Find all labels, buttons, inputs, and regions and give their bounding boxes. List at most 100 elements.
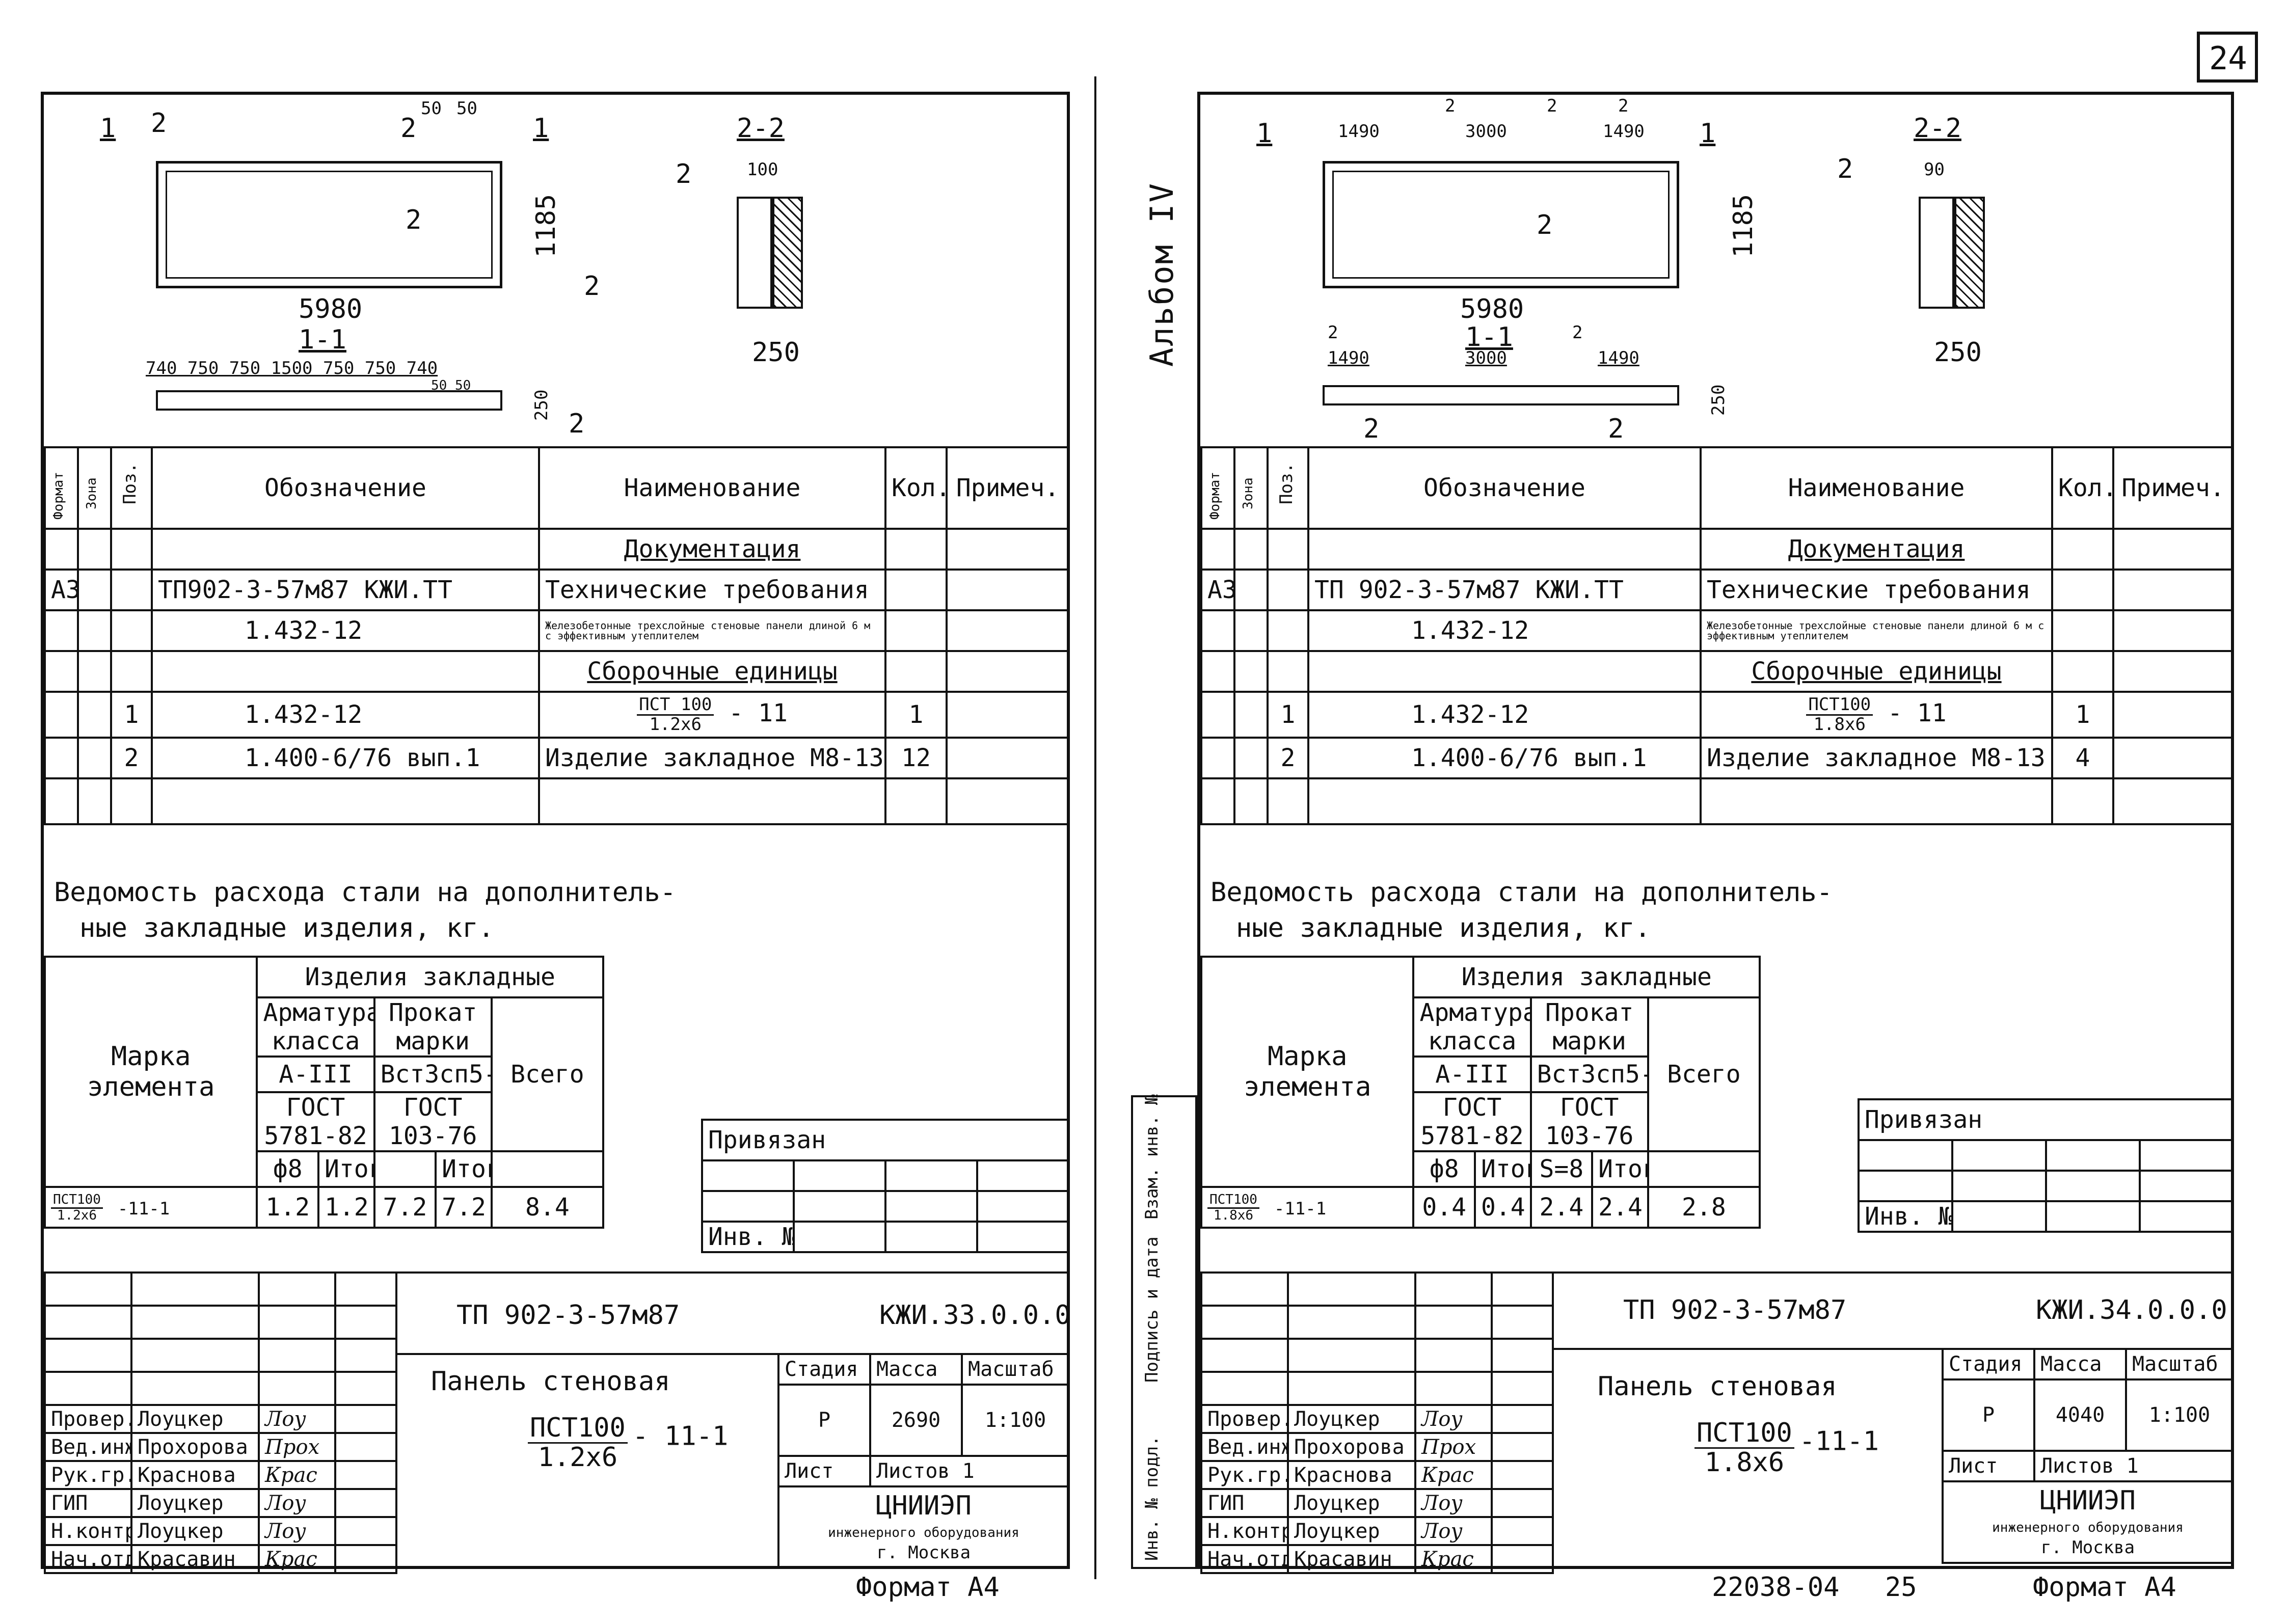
r-row4-designation: 1.400-6/76 вып.1 — [1307, 737, 1702, 779]
approval-col-2: Взам. инв. № — [1142, 1094, 1162, 1220]
r-dim-2-section: 2 — [1537, 210, 1553, 240]
r-stamp-h-scale: Масштаб — [2125, 1348, 2234, 1381]
right-bind-table: Привязан Инв. № — [1858, 1098, 2234, 1233]
left-spec-table: Формат Зона Поз. Обозначение Наименовани… — [44, 446, 1070, 825]
stamp-sheet: Лист — [777, 1455, 871, 1487]
row4-designation: 1.400-6/76 вып.1 — [151, 737, 540, 779]
page-number-box: 24 — [2197, 32, 2258, 83]
fold-line — [1094, 76, 1096, 1579]
r-col-zone: Зона — [1241, 477, 1256, 509]
r-bind-inv: Инв. № — [1858, 1200, 1953, 1233]
r-row4-name: Изделие закладное М8-13 — [1700, 737, 2053, 779]
name-0: Лоуцкер — [130, 1404, 260, 1434]
row4-qty: 12 — [884, 737, 948, 779]
row1-designation: ТП902-3-57м87 КЖИ.ТТ — [151, 569, 540, 611]
r-row3-designation: 1.432-12 — [1307, 691, 1702, 739]
dim-5980: 5980 — [299, 294, 363, 324]
steel-arm-header: Арматура класса — [256, 996, 375, 1058]
stamp-stage: Р — [777, 1384, 871, 1457]
r-stamp-project: ТП 902-3-57м87 — [1623, 1295, 1847, 1325]
dim-2-top: 2 — [151, 108, 167, 139]
r-steel-itogo2: Итого — [1591, 1150, 1649, 1188]
role-3: ГИП — [44, 1488, 132, 1518]
r-steel-gost1: ГОСТ 5781-82 — [1412, 1091, 1532, 1152]
r-sign-3: Лоу — [1414, 1488, 1493, 1518]
stamp-h-stage: Стадия — [777, 1353, 871, 1386]
r-section-2-2-label: 2-2 — [1914, 113, 1961, 144]
r-steel-title-2: ные закладные изделия, кг. — [1236, 913, 1651, 943]
r-row3-pos: 1 — [1267, 691, 1309, 739]
r-row2-designation: 1.432-12 — [1307, 609, 1702, 652]
dim-bottom-seq: 740 750 750 1500 750 750 740 — [146, 358, 438, 378]
dim-2-top2: 2 — [400, 113, 417, 144]
row3-qty: 1 — [884, 691, 948, 739]
name-1: Прохорова — [130, 1432, 260, 1462]
dim-250: 250 — [752, 337, 800, 368]
right-stamp-table: Стадия Масса Масштаб Р 4040 1:100 Лист Л… — [1942, 1348, 2234, 1564]
col-format: Формат — [51, 472, 66, 520]
section-assembly: Сборочные единицы — [538, 650, 886, 693]
r-sign-5: Крас — [1414, 1544, 1493, 1574]
col-designation: Обозначение — [151, 446, 540, 530]
steel-v3: 7.2 — [373, 1186, 437, 1229]
r-dim-b2a: 2 — [1328, 322, 1338, 343]
r-steel-grade: Вст3сп5-1 — [1529, 1055, 1649, 1093]
steel-title-1: Ведомость расхода стали на дополнитель- — [54, 877, 676, 908]
steel-itogo2: Итого — [435, 1150, 493, 1188]
stamp-title: Панель стеновая — [431, 1366, 670, 1397]
row3-pos: 1 — [110, 691, 153, 739]
stamp-sheets: Листов 1 — [869, 1455, 1070, 1487]
r-section-documentation: Документация — [1700, 528, 2053, 571]
row3-designation: 1.432-12 — [151, 691, 540, 739]
r-dim-b2c: 2 — [1363, 414, 1380, 444]
r-steel-items-header: Изделия закладные — [1412, 956, 1761, 998]
r-sign-1: Прох — [1414, 1432, 1493, 1462]
r-row4-pos: 2 — [1267, 737, 1309, 779]
steel-gost2: ГОСТ 103-76 — [373, 1091, 493, 1152]
r-steel-gost2: ГОСТ 103-76 — [1529, 1091, 1649, 1152]
sign-0: Лоу — [258, 1404, 336, 1434]
r-col-designation: Обозначение — [1307, 446, 1702, 530]
steel-itogo1: Итого — [317, 1150, 375, 1188]
section-1-1-label: 1-1 — [299, 324, 346, 355]
r-steel-d8: ф8 — [1412, 1150, 1476, 1188]
r-row1-name: Технические требования — [1700, 569, 2053, 611]
r-col-qty: Кол. — [2051, 446, 2114, 530]
r-stamp-stage: Р — [1942, 1378, 2035, 1452]
r-section-1-1-mark-right: 1 — [1700, 118, 1716, 149]
r-role-4: Н.контр. — [1200, 1516, 1289, 1546]
name-2: Краснова — [130, 1460, 260, 1490]
r-name-5: Красавин — [1287, 1544, 1416, 1574]
bind-inv: Инв. № — [701, 1221, 795, 1253]
row1-name: Технические требования — [538, 569, 886, 611]
right-drawing: 1 1490 3000 1490 2 2 2 1 2 1185 5980 2 1… — [1200, 95, 2232, 446]
stamp-project: ТП 902-3-57м87 — [456, 1300, 680, 1331]
steel-v4: 7.2 — [435, 1186, 493, 1229]
r-stamp-h-mass: Масса — [2033, 1348, 2127, 1381]
role-2: Рук.гр. — [44, 1460, 132, 1490]
r-sign-4: Лоу — [1414, 1516, 1493, 1546]
dim-2-right: 2 — [584, 271, 600, 302]
col-pos: Поз. — [120, 463, 140, 504]
dim-1185: 1185 — [531, 194, 561, 258]
r-name-1: Прохорова — [1287, 1432, 1416, 1462]
r-panel-section-1-1 — [1323, 385, 1679, 405]
r-steel-class: А-III — [1412, 1055, 1532, 1093]
name-4: Лоуцкер — [130, 1516, 260, 1546]
dim-bottom-50: 50 50 — [431, 378, 471, 393]
left-stamp-table: Стадия Масса Масштаб Р 2690 1:100 Лист Л… — [777, 1353, 1070, 1569]
approval-columns: Инв. № подл. Подпись и дата Взам. инв. № — [1131, 1094, 1197, 1569]
stamp-code: КЖИ.33.0.0.0 — [879, 1300, 1071, 1331]
r-steel-prok-header: Прокат марки — [1529, 996, 1649, 1058]
page-number: 24 — [2209, 40, 2247, 77]
stamp-mass: 2690 — [869, 1384, 963, 1457]
steel-v2: 1.2 — [317, 1186, 375, 1229]
r-dim-2b: 2 — [1547, 96, 1557, 116]
